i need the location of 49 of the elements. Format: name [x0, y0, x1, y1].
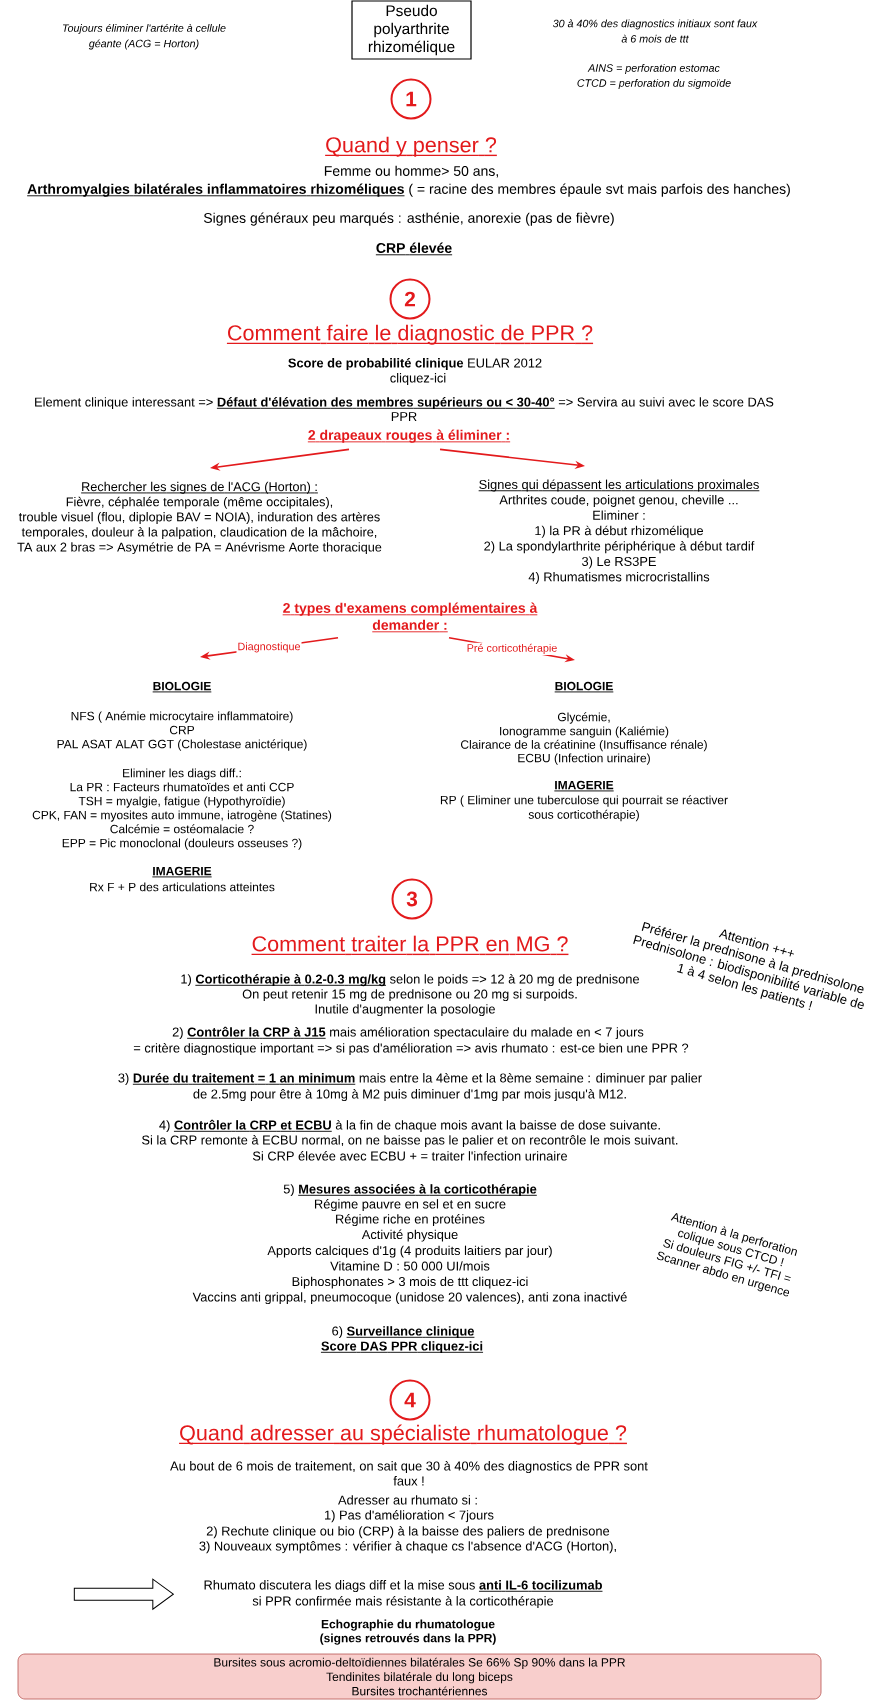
section-heading: Comment faire le diagnostic de PPR ?: [226, 324, 594, 345]
body-text: Signes généraux peu marqués : asthénie, anorexie (pas de fièvre): [203, 212, 614, 226]
edge-label: Pré corticothérapie: [465, 642, 559, 655]
body-text: Vaccins anti grippal, pneumocoque (unidose 20 valences), anti zona inactivé: [192, 1292, 627, 1305]
body-text: 3) Durée du traitement = 1 an minimum mais entre la 4ème et la 8ème semaine : diminuer par palier de 2.5mg pour être à 10mg à M2 puis diminuer d'1mg par mois jusqu'à M12.: [118, 1072, 702, 1102]
body-text: Si CRP élevée avec ECBU + = traiter l'infection urinaire: [252, 1151, 567, 1161]
exam-list: BIOLOGIE NFS ( Anémie microcytaire inflammatoire) CRP PAL ASAT ALAT GGT (Cholestase anictérique) Eliminer les diags diff.: La PR : Facteurs rhumatoïdes et anti CCP TSH = myalgie, fatigue (Hypothyroïdie) CPK, FAN = myosites auto immune, iatrogène (Statines) Calcémie = ostéomalacie ? EPP = Pic monoclonal (douleurs osseuses ?) IMAGERIE Rx F + P des articulations atteintes: [32, 681, 332, 892]
title-box: Pseudo polyarthrite rhizomélique: [351, 0, 472, 60]
body-text: Score DAS PPR cliquez-ici: [320, 1341, 484, 1354]
body-text: Inutile d'augmenter la posologie: [315, 1004, 495, 1017]
body-text: 2) Rechute clinique ou bio (CRP) à la baisse des paliers de prednisone: [206, 1526, 610, 1539]
body-text: Au bout de 6 mois de traitement, on sait que 30 à 40% des diagnostics de PPR sont faux !: [170, 1460, 648, 1486]
body-text: 1) Pas d'amélioration < 7jours: [325, 1510, 494, 1523]
body-text: = critère diagnostique important => si pas d'amélioration => avis rhumato : est-ce bien une PPR ?: [133, 1043, 689, 1056]
body-text: Apports calciques d'1g (4 produits laitiers par jour): [267, 1245, 552, 1258]
body-text: 4) Contrôler la CRP et ECBU à la fin de chaque mois avant la baisse de dose suivante.: [159, 1119, 660, 1133]
side-note: CTCD = perforation du sigmoïde: [577, 78, 731, 89]
block-arrow: [73, 1578, 174, 1610]
body-text: 3) Nouveaux symptômes : vérifier à chaque cs l'absence d'ACG (Horton),: [199, 1541, 616, 1554]
heading-text: 2 drapeaux rouges à éliminer :: [307, 429, 511, 443]
body-text: CRP élevée: [375, 242, 453, 256]
body-text: cliquez-ici: [390, 373, 446, 386]
edge-label: Diagnostique: [236, 641, 302, 654]
body-text: Si la CRP remonte à ECBU normal, on ne baisse pas le palier et on recontrôle le mois suivant.: [142, 1135, 678, 1148]
body-text: Arthromyalgies bilatérales inflammatoires rhizoméliques ( = racine des membres épaule svt mais parfois des hanches): [26, 183, 790, 197]
body-text: Régime riche en protéines: [336, 1214, 485, 1227]
body-text: Vitamine D : 50 000 UI/mois: [330, 1261, 490, 1271]
side-note: Toujours éliminer l'artérite à cellule géante (ACG = Horton): [62, 23, 226, 50]
side-note: AINS = perforation estomac: [587, 63, 720, 74]
body-text: Activité physique: [361, 1229, 458, 1242]
body-text: Adresser au rhumato si :: [338, 1495, 477, 1505]
text-block: Rhumato discutera les diags diff et la mise sous anti IL-6 tocilizumab si PPR confirmée mais résistante à la corticothérapie: [204, 1580, 603, 1609]
section-heading: Comment traiter la PPR en MG ?: [250, 935, 570, 956]
highlight-box: Bursites sous acromio-deltoïdiennes bilatérales Se 66% Sp 90% dans la PPR Tendinites bilatérale du long biceps Bursites trochantériennes: [17, 1653, 822, 1700]
body-text: Score de probabilité clinique EULAR 2012: [288, 358, 542, 371]
heading-text: 2 types d'examens complémentaires à demander :: [282, 602, 538, 633]
exam-list: BIOLOGIE Glycémie, Ionogramme sanguin (Kaliémie) Clairance de la créatinine (Insuffisance rénale) ECBU (Infection urinaire) IMAGERIE RP ( Eliminer une tuberculose qui pourrait se réactiver sous corticothérapie): [440, 681, 728, 822]
body-text: 5) Mesures associées à la corticothérapie: [283, 1184, 538, 1197]
section-heading: Quand adresser au spécialiste rhumatologue ?: [178, 1424, 628, 1445]
body-text: Element clinique interessant => Défaut d'élévation des membres supérieurs ou < 30-40° => Servira au suivi avec le score DAS PPR: [35, 397, 774, 421]
body-text: On peut retenir 15 mg de prednisone ou 20 mg si surpoids.: [242, 989, 577, 1002]
body-text: Biphosphonates > 3 mois de ttt cliquez-ici: [292, 1276, 528, 1289]
text-block: Signes qui dépassent les articulations proximales Arthrites coude, poignet genou, cheville ... Eliminer : 1) la PR à début rhizomélique 2) La spondylarthrite périphérique à début tardif 3) Le RS3PE 4) Rhumatismes microcristallins: [478, 479, 760, 584]
side-note: 30 à 40% des diagnostics initiaux sont faux à 6 mois de ttt: [552, 19, 758, 43]
box-heading: Echographie du rhumatologue (signes retrouvés dans la PPR): [320, 1619, 496, 1645]
text-block: Rechercher les signes de l'ACG (Horton) : Fièvre, céphalée temporale (même occipitales), trouble visuel (flou, diplopie BAV = NOIA), induration des artères temporales, douleur à la palpation, claudication de la mâchoire, TA aux 2 bras => Asymétrie de PA = Anévrisme Aorte thoracique: [17, 481, 382, 555]
body-text: Régime pauvre en sel et en sucre: [315, 1199, 506, 1212]
body-text: 1) Corticothérapie à 0.2-0.3 mg/kg selon le poids => 12 à 20 mg de prednisone: [181, 974, 639, 987]
body-text: 2) Contrôler la CRP à J15 mais amélioration spectaculaire du malade en < 7 jours: [172, 1026, 644, 1040]
